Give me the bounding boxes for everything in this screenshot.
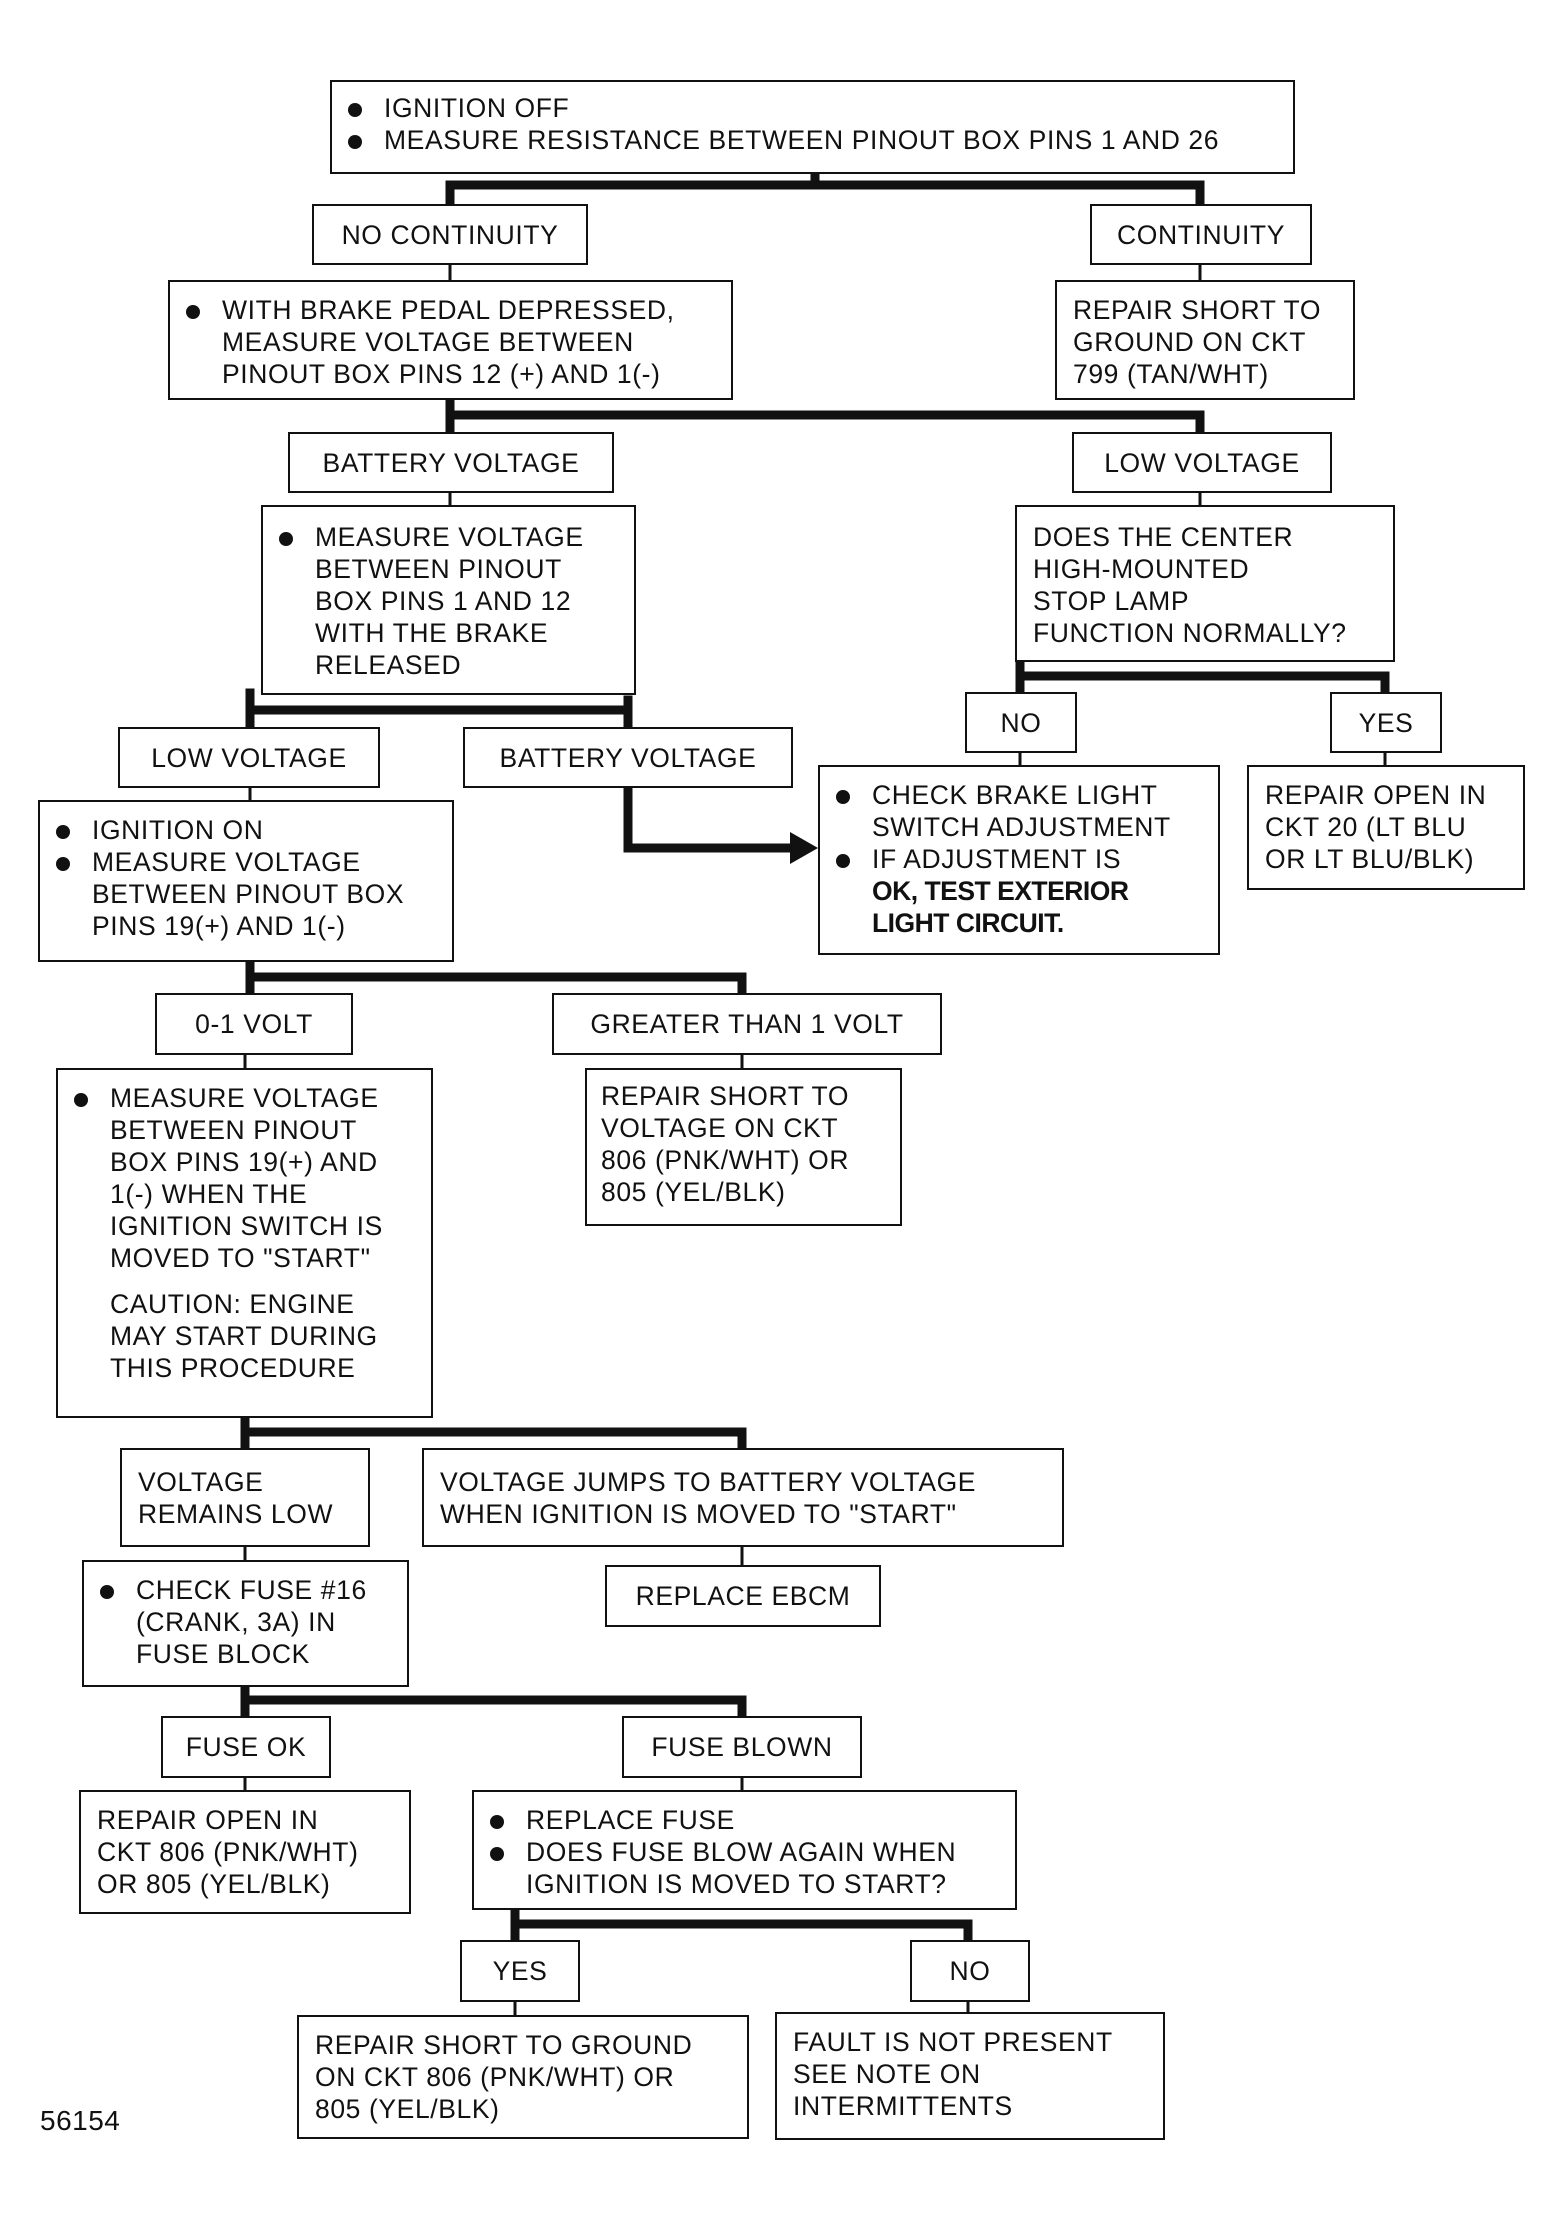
label-zero-one-volt: 0-1 VOLT xyxy=(155,993,353,1055)
brake-released-test-box: MEASURE VOLTAGE BETWEEN PINOUT BOX PINS … xyxy=(261,505,636,695)
repair-short-ground-806-box: REPAIR SHORT TO GROUND ON CKT 806 (PNK/W… xyxy=(297,2015,749,2139)
step-text: MEASURE RESISTANCE BETWEEN PINOUT BOX PI… xyxy=(384,125,1220,155)
repair-short-799-box: REPAIR SHORT TO GROUND ON CKT 799 (TAN/W… xyxy=(1055,280,1355,400)
check-fuse-box: CHECK FUSE #16 (CRANK, 3A) IN FUSE BLOCK xyxy=(82,1560,409,1687)
step-text: DOES FUSE BLOW AGAIN WHEN IGNITION IS MO… xyxy=(526,1837,957,1899)
bullet-row: REPLACE FUSE xyxy=(490,1804,999,1836)
label-low-voltage: LOW VOLTAGE xyxy=(1072,432,1332,493)
label-no-chmsl: NO xyxy=(965,692,1077,753)
step-text: IGNITION OFF xyxy=(384,93,570,123)
spacer xyxy=(74,1274,415,1288)
bullet-row: OK, TEST EXTERIOR LIGHT CIRCUIT. xyxy=(836,875,1202,939)
step-text-bold: OK, TEST EXTERIOR LIGHT CIRCUIT. xyxy=(872,876,1129,938)
bullet-row: CHECK BRAKE LIGHT SWITCH ADJUSTMENT xyxy=(836,779,1202,843)
check-brake-switch-box: CHECK BRAKE LIGHT SWITCH ADJUSTMENT IF A… xyxy=(818,765,1220,955)
label-battery-voltage-2: BATTERY VOLTAGE xyxy=(463,727,793,788)
step-text: CHECK FUSE #16 (CRANK, 3A) IN FUSE BLOCK xyxy=(136,1575,367,1669)
step-text: MEASURE VOLTAGE BETWEEN PINOUT BOX PINS … xyxy=(110,1083,383,1273)
bullet-icon xyxy=(348,124,384,156)
bullet-icon xyxy=(74,1082,110,1274)
label-low-voltage-2: LOW VOLTAGE xyxy=(118,727,380,788)
replace-fuse-box: REPLACE FUSE DOES FUSE BLOW AGAIN WHEN I… xyxy=(472,1790,1017,1910)
repair-open-20-box: REPAIR OPEN IN CKT 20 (LT BLU OR LT BLU/… xyxy=(1247,765,1525,890)
label-yes-fuse: YES xyxy=(460,1940,580,2002)
bullet-row: DOES FUSE BLOW AGAIN WHEN IGNITION IS MO… xyxy=(490,1836,999,1900)
step-text: MEASURE VOLTAGE BETWEEN PINOUT BOX PINS … xyxy=(315,522,584,680)
bullet-icon xyxy=(490,1804,526,1836)
step-text: IGNITION ON xyxy=(92,815,264,845)
bullet-icon xyxy=(490,1836,526,1900)
start-box: IGNITION OFF MEASURE RESISTANCE BETWEEN … xyxy=(330,80,1295,174)
bullet-row: MEASURE VOLTAGE BETWEEN PINOUT BOX PINS … xyxy=(74,1082,415,1274)
label-no-fuse: NO xyxy=(910,1940,1030,2002)
label-continuity: CONTINUITY xyxy=(1090,204,1312,265)
bullet-icon xyxy=(56,846,92,942)
label-fuse-ok: FUSE OK xyxy=(161,1716,331,1778)
bullet-row: IGNITION ON xyxy=(56,814,436,846)
repair-short-voltage-box: REPAIR SHORT TO VOLTAGE ON CKT 806 (PNK/… xyxy=(585,1068,902,1226)
label-greater-than-1-volt: GREATER THAN 1 VOLT xyxy=(552,993,942,1055)
bullet-icon xyxy=(56,814,92,846)
brake-pedal-test-box: WITH BRAKE PEDAL DEPRESSED, MEASURE VOLT… xyxy=(168,280,733,400)
bullet-icon xyxy=(186,294,222,390)
figure-id: 56154 xyxy=(40,2105,121,2136)
step-text: WITH BRAKE PEDAL DEPRESSED, MEASURE VOLT… xyxy=(222,295,675,389)
bullet-row: MEASURE RESISTANCE BETWEEN PINOUT BOX PI… xyxy=(348,124,1277,156)
replace-ebcm-box: REPLACE EBCM xyxy=(605,1565,881,1627)
bullet-row: MEASURE VOLTAGE BETWEEN PINOUT BOX PINS … xyxy=(56,846,436,942)
step-text: REPLACE FUSE xyxy=(526,1805,735,1835)
voltage-remains-low-box: VOLTAGE REMAINS LOW xyxy=(120,1448,370,1547)
step-text: MEASURE VOLTAGE BETWEEN PINOUT BOX PINS … xyxy=(92,847,405,941)
fault-not-present-box: FAULT IS NOT PRESENT SEE NOTE ON INTERMI… xyxy=(775,2012,1165,2140)
voltage-jumps-box: VOLTAGE JUMPS TO BATTERY VOLTAGE WHEN IG… xyxy=(422,1448,1064,1547)
bullet-icon xyxy=(279,521,315,681)
label-battery-voltage: BATTERY VOLTAGE xyxy=(288,432,614,493)
bullet-icon xyxy=(348,92,384,124)
ignition-on-test-box: IGNITION ON MEASURE VOLTAGE BETWEEN PINO… xyxy=(38,800,454,962)
bullet-icon xyxy=(100,1574,136,1670)
label-no-continuity: NO CONTINUITY xyxy=(312,204,588,265)
caution-text: CAUTION: ENGINE MAY START DURING THIS PR… xyxy=(110,1289,378,1383)
bullet-row: IF ADJUSTMENT IS xyxy=(836,843,1202,875)
bullet-icon xyxy=(836,779,872,843)
caution-row: CAUTION: ENGINE MAY START DURING THIS PR… xyxy=(74,1288,415,1384)
chmsl-question-box: DOES THE CENTER HIGH-MOUNTED STOP LAMP F… xyxy=(1015,505,1395,662)
bullet-row: IGNITION OFF xyxy=(348,92,1277,124)
label-fuse-blown: FUSE BLOWN xyxy=(622,1716,862,1778)
repair-open-806-box: REPAIR OPEN IN CKT 806 (PNK/WHT) OR 805 … xyxy=(79,1790,411,1914)
step-text: CHECK BRAKE LIGHT SWITCH ADJUSTMENT xyxy=(872,780,1171,842)
bullet-row: CHECK FUSE #16 (CRANK, 3A) IN FUSE BLOCK xyxy=(100,1574,391,1670)
label-yes-chmsl: YES xyxy=(1330,692,1442,753)
repair-short-voltage-frame xyxy=(585,1068,902,1226)
start-test-box: MEASURE VOLTAGE BETWEEN PINOUT BOX PINS … xyxy=(56,1068,433,1418)
bullet-row: MEASURE VOLTAGE BETWEEN PINOUT BOX PINS … xyxy=(279,521,618,681)
bullet-icon xyxy=(836,843,872,875)
step-text: IF ADJUSTMENT IS xyxy=(872,844,1122,874)
bullet-row: WITH BRAKE PEDAL DEPRESSED, MEASURE VOLT… xyxy=(186,294,715,390)
